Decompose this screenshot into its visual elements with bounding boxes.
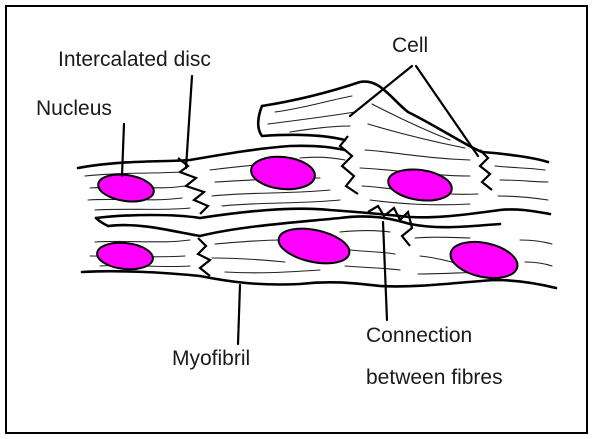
- nucleus-leader: [122, 124, 124, 176]
- intercalated-disc: [198, 238, 210, 276]
- nucleus-shape: [275, 223, 352, 269]
- cell-leader-right: [416, 66, 478, 156]
- intercalated-disc: [368, 206, 412, 246]
- label-between-fibres: between fibres: [366, 366, 503, 389]
- intercalated-disc-leader: [186, 76, 192, 168]
- upper-fibre-top-edge-right: [482, 152, 548, 162]
- intercalated-disc: [340, 136, 358, 194]
- left-end-cap: [96, 218, 108, 226]
- nucleus-shape: [250, 154, 317, 193]
- label-nucleus: Nucleus: [36, 97, 112, 120]
- nucleus-shape: [386, 166, 454, 205]
- nucleus-shape: [447, 236, 521, 283]
- label-myofibril: Myofibril: [172, 347, 250, 370]
- raised-cell-outline: [262, 82, 482, 152]
- label-cell: Cell: [392, 34, 428, 57]
- upper-fibre-bottom-right: [400, 209, 550, 217]
- label-connection: Connection: [366, 324, 472, 347]
- labels: Intercalated disc Cell Nucleus Myofibril…: [36, 34, 503, 389]
- raised-cell-left-end: [258, 106, 345, 140]
- myofibril-leader: [238, 285, 240, 344]
- connection-leader: [383, 222, 387, 320]
- nucleus-shape: [96, 240, 154, 272]
- intercalated-disc: [480, 150, 492, 190]
- label-intercalated-disc: Intercalated disc: [58, 48, 211, 71]
